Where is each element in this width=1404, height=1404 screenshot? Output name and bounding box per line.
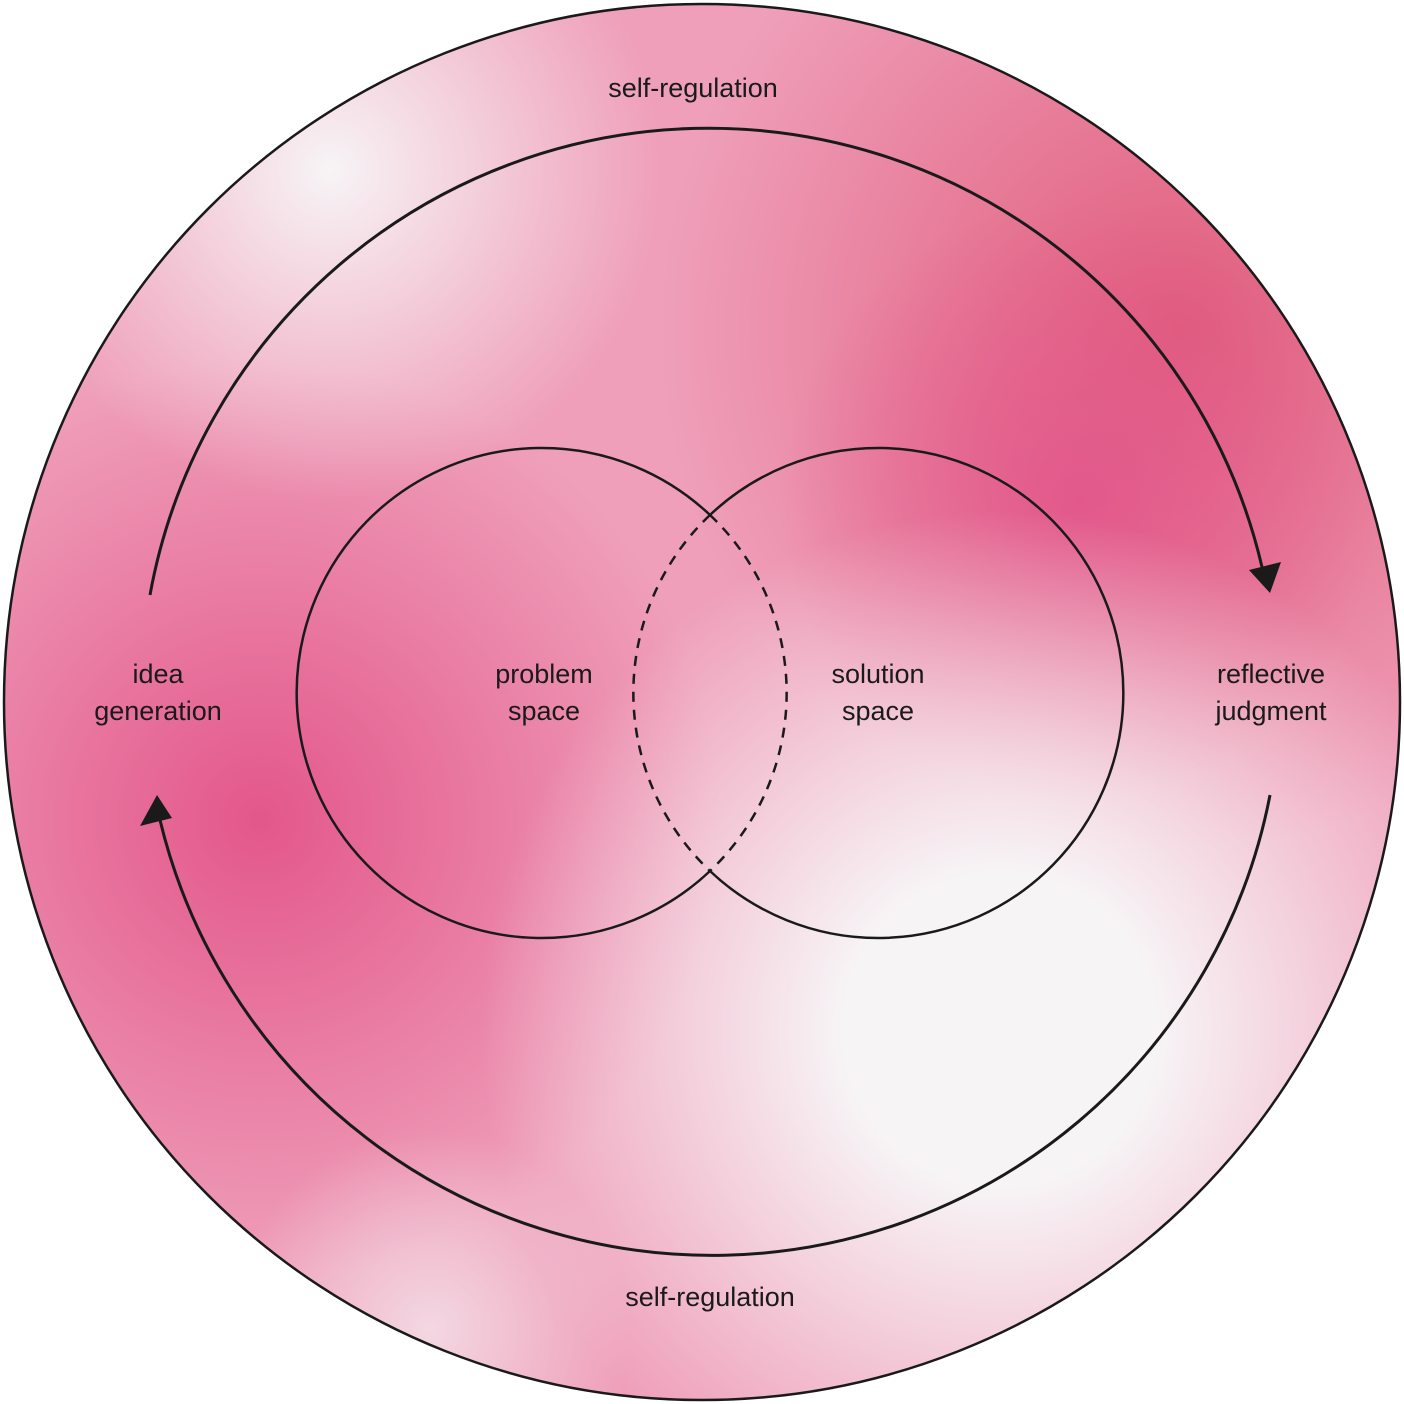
- overlap-right-dashed: [709, 514, 788, 872]
- overlap-left-dashed: [632, 514, 711, 872]
- solution-space-circle: [709, 446, 1125, 940]
- label-line: space: [507, 696, 581, 726]
- solution-space-label: solution space: [831, 656, 924, 730]
- bottom-loop-arc: [158, 794, 1272, 1257]
- label-line: idea: [132, 659, 184, 689]
- problem-space-label: problem space: [495, 656, 593, 730]
- bottom-self-regulation-label: self-regulation: [625, 1282, 795, 1312]
- label-line: generation: [94, 696, 222, 726]
- reflective-judgment-label: reflective judgment: [1215, 656, 1326, 730]
- idea-generation-label: idea generation: [94, 656, 222, 730]
- label-line: reflective: [1216, 659, 1326, 689]
- problem-space-circle: [295, 446, 711, 940]
- top-self-regulation-label: self-regulation: [608, 73, 778, 103]
- label-line: space: [841, 696, 915, 726]
- top-loop-arc: [148, 126, 1264, 596]
- label-line: problem: [495, 659, 593, 689]
- label-line: solution: [831, 659, 925, 689]
- arrowhead-right-icon: [1249, 562, 1281, 593]
- label-line: judgment: [1215, 696, 1327, 726]
- arrowhead-left-icon: [140, 795, 172, 826]
